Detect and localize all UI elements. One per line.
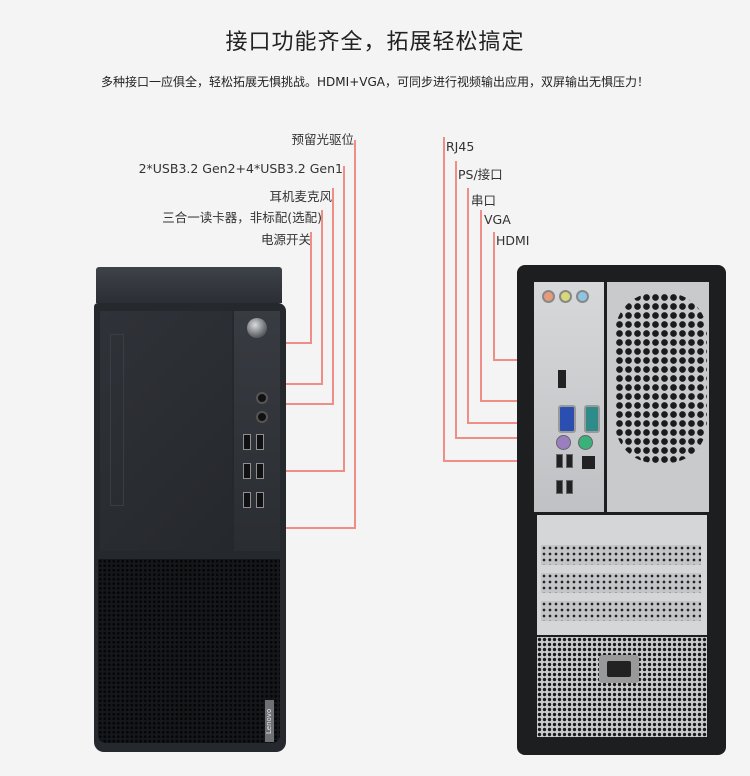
audio-line-out-port-icon [559, 290, 572, 303]
callout-line-power [310, 232, 312, 344]
front-door-panel [100, 311, 232, 551]
usb-port-icon [566, 454, 573, 468]
usb-port-icon [256, 463, 264, 479]
usb-port-icon [556, 454, 563, 468]
callout-line-audio [332, 188, 334, 405]
callout-line-optical [354, 140, 356, 528]
callout-line-audio-h [281, 403, 333, 405]
callout-line-rj45 [443, 137, 445, 461]
audio-mic-port-icon [542, 290, 555, 303]
page-title: 接口功能齐全，拓展轻松搞定 [225, 30, 525, 55]
label-card-reader: 三合一读卡器，非标配(选配) [162, 210, 322, 225]
power-supply [537, 637, 707, 737]
pc-front-view: Lenovo [94, 267, 286, 752]
label-vga: VGA [484, 212, 511, 227]
power-socket-icon [599, 655, 639, 683]
callout-line-ps2-h [455, 437, 541, 439]
label-hdmi: HDMI [496, 233, 530, 248]
usb-port-icon [243, 463, 251, 479]
usb-port-icon [566, 480, 573, 494]
callout-line-rj45-h [443, 460, 566, 462]
callout-line-cardreader-h [250, 383, 322, 385]
label-audio: 耳机麦克风 [269, 189, 332, 204]
label-rj45: RJ45 [446, 139, 475, 154]
callout-line-serial [467, 188, 469, 423]
callout-line-vga-h [480, 400, 538, 402]
mic-jack-icon [256, 392, 268, 404]
front-vent-grille [98, 559, 280, 743]
pc-rear-view [517, 265, 726, 755]
front-body: Lenovo [94, 303, 286, 752]
page-subtitle: 多种接口一应俱全，轻松拓展无惧挑战。HDMI+VGA，可同步进行视频输出应用，双… [101, 75, 649, 89]
usb-port-icon [256, 492, 264, 508]
callout-line-hdmi-h [493, 359, 535, 361]
usb-port-icon [556, 480, 563, 494]
callout-line-vga [480, 210, 482, 401]
front-top-cap [96, 267, 282, 303]
expansion-slot-cover [541, 573, 701, 593]
expansion-slots [537, 515, 707, 635]
headphone-jack-icon [256, 411, 268, 423]
rj45-port-icon [582, 456, 595, 469]
io-shield [534, 282, 604, 512]
optical-drive-slot [110, 334, 124, 506]
callout-line-ps2 [455, 161, 457, 439]
ps2-mouse-port-icon [556, 435, 571, 450]
callout-line-power-h [272, 342, 311, 344]
label-usb: 2*USB3.2 Gen2+4*USB3.2 Gen1 [138, 161, 343, 176]
hdmi-port-icon [558, 370, 566, 388]
vga-port-icon [558, 405, 576, 433]
callout-line-usb-h [281, 470, 344, 472]
label-serial: 串口 [471, 193, 497, 208]
lenovo-logo: Lenovo [265, 700, 274, 742]
usb-port-icon [243, 434, 251, 450]
callout-line-hdmi [493, 232, 495, 361]
ps2-keyboard-port-icon [578, 435, 593, 450]
callout-line-cardreader [321, 210, 323, 385]
label-optical-drive: 预留光驱位 [291, 132, 354, 147]
usb-port-icon [243, 492, 251, 508]
label-power: 电源开关 [260, 232, 311, 247]
fan-vent-icon [615, 293, 707, 463]
expansion-slot-cover [541, 545, 701, 565]
audio-line-in-port-icon [576, 290, 589, 303]
front-io-panel [234, 311, 280, 551]
callout-line-usb [343, 166, 345, 472]
power-button-icon [247, 318, 267, 338]
label-ps2: PS/接口 [458, 167, 503, 182]
usb-port-icon [256, 434, 264, 450]
serial-port-icon [584, 405, 600, 433]
expansion-slot-cover [541, 601, 701, 621]
